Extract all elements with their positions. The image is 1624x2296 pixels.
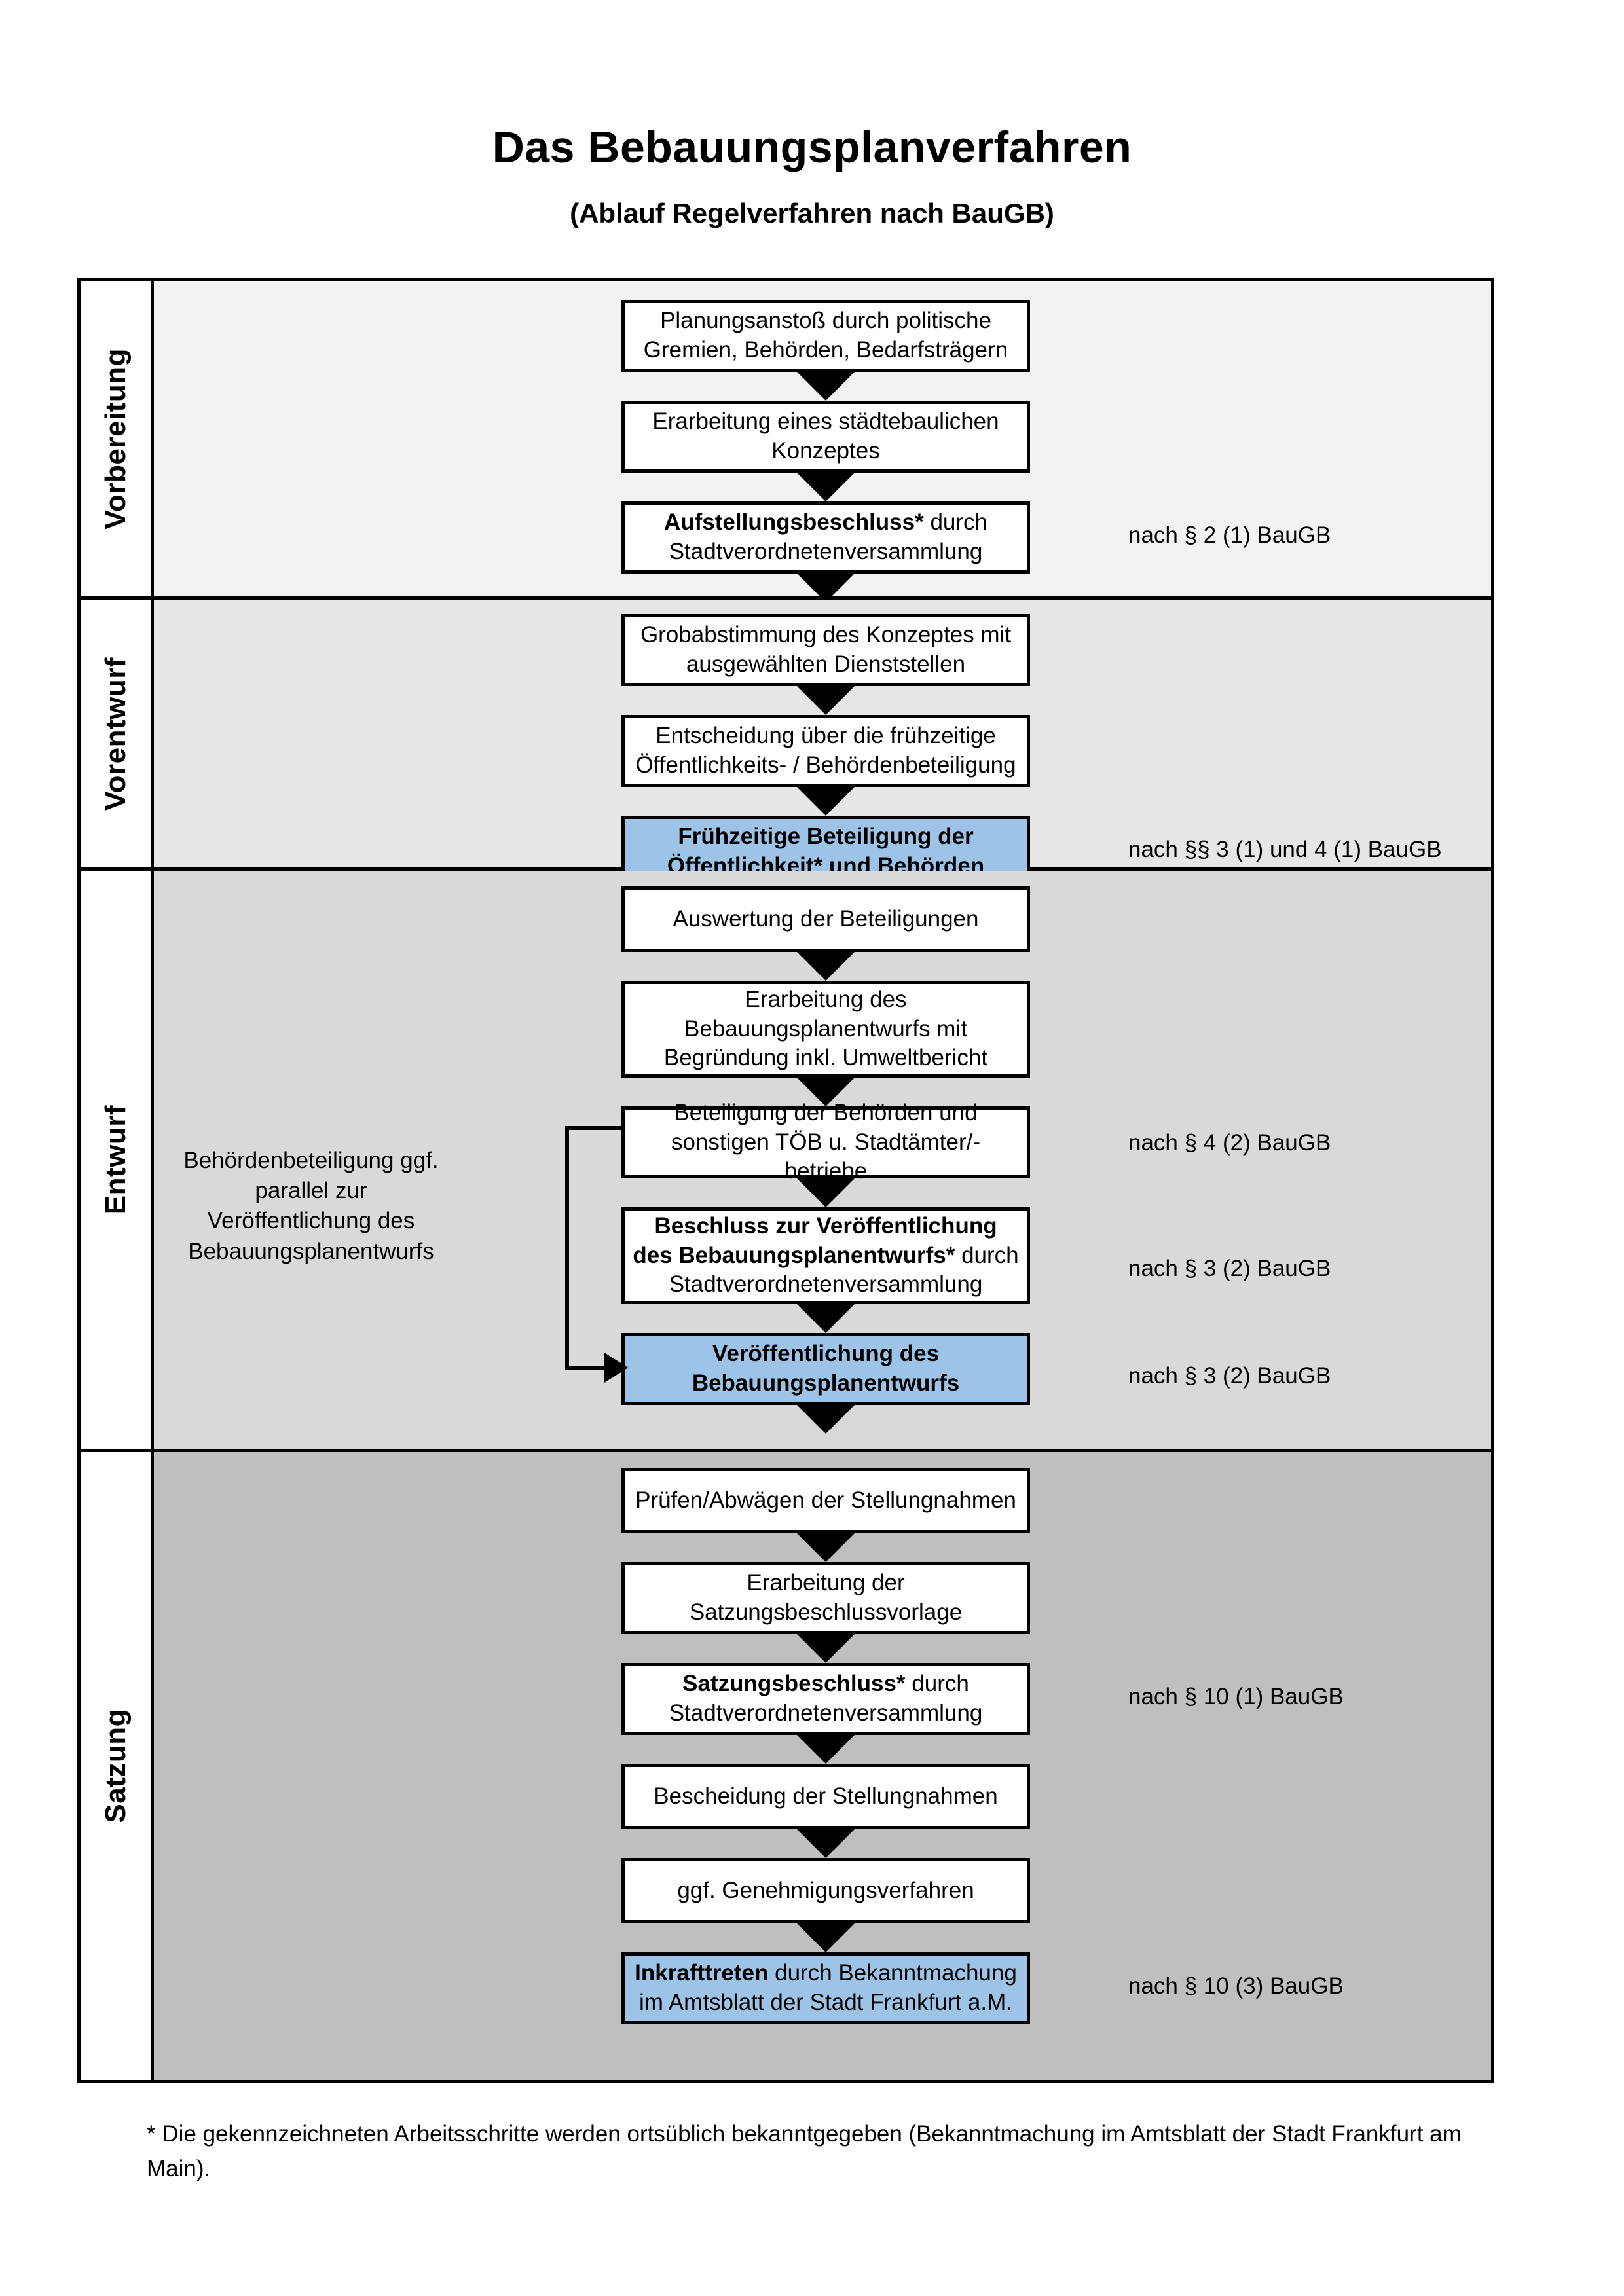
phase-band-satzung: Satzung Prüfen/Abwägen der Stellungnahme… — [81, 1452, 1491, 2080]
process-box[interactable]: Auswertung der Beteiligungen — [621, 886, 1030, 952]
process-box-rest: durch Stadtverordnetenversammlung — [669, 509, 988, 564]
phase-band-vorbereitung: Vorbereitung Planungsanstoß durch politi… — [81, 281, 1491, 602]
legal-reference: nach § 4 (2) BauGB — [1128, 1130, 1331, 1156]
bypass-connector-horizontal-top — [565, 1126, 623, 1130]
legal-reference: nach § 10 (3) BauGB — [1128, 1973, 1344, 1999]
process-box-highlighted[interactable]: Inkrafttreten durch Bekanntmachung im Am… — [621, 1952, 1030, 2024]
process-box-rest: durch Stadtverordnetenversammlung — [669, 1671, 983, 1726]
phase-label-text: Vorbereitung — [99, 348, 132, 530]
phase-label-text: Vorentwurf — [99, 657, 132, 811]
legal-reference: nach § 10 (1) BauGB — [1128, 1684, 1344, 1710]
legal-reference: nach §§ 3 (1) und 4 (1) BauGB — [1128, 837, 1442, 863]
phase-label-text: Entwurf — [99, 1104, 132, 1215]
process-box-label: Beteiligung der Behörden und sonstigen T… — [671, 1099, 981, 1184]
process-box-label: Planungsanstoß durch politische Gremien,… — [643, 308, 1008, 363]
process-box-label: Bescheidung der Stellungnahmen — [654, 1783, 998, 1809]
flow-arrow-down-icon — [797, 1634, 855, 1663]
process-box-label: Beschluss zur Veröffentlichung des Bebau… — [633, 1212, 1019, 1300]
process-box-label: Entscheidung über die frühzeitige Öffent… — [635, 723, 1016, 778]
process-box[interactable]: Beteiligung der Behörden und sonstigen T… — [621, 1100, 1030, 1184]
page-header: Das Bebauungsplanverfahren (Ablauf Regel… — [0, 0, 1624, 229]
flow-arrow-down-icon — [797, 952, 855, 981]
bypass-connector-horizontal-bottom — [565, 1366, 606, 1370]
legal-reference-text: nach § 2 (1) BauGB — [1128, 522, 1331, 548]
footnote-text: * Die gekennzeichneten Arbeitsschritte w… — [147, 2121, 1462, 2181]
legal-reference: nach § 3 (2) BauGB — [1128, 1256, 1331, 1282]
side-note-text: Behördenbeteiligung ggf. parallel zur Ve… — [183, 1148, 439, 1264]
process-flow-diagram: Vorbereitung Planungsanstoß durch politi… — [77, 278, 1494, 2083]
phase-label-vorentwurf: Vorentwurf — [81, 600, 154, 867]
flow-arrow-down-icon — [797, 787, 855, 816]
process-box[interactable]: Erarbeitung des Bebauungsplanentwurfs mi… — [621, 981, 1030, 1078]
process-box-label: Inkrafttreten durch Bekanntmachung im Am… — [633, 1959, 1019, 2018]
flow-arrow-down-icon — [797, 1304, 855, 1333]
process-box-label: Satzungsbeschluss* durch Stadtverordnete… — [633, 1669, 1019, 1728]
flow-arrow-down-icon — [797, 1178, 855, 1207]
process-box[interactable]: Prüfen/Abwägen der Stellungnahmen — [621, 1468, 1030, 1533]
page-title: Das Bebauungsplanverfahren — [492, 122, 1132, 172]
legal-reference: nach § 2 (1) BauGB — [1128, 522, 1331, 549]
legal-reference-text: nach § 4 (2) BauGB — [1128, 1130, 1331, 1156]
process-box[interactable]: Bescheidung der Stellungnahmen — [621, 1764, 1030, 1829]
legal-reference-text: nach § 3 (2) BauGB — [1128, 1256, 1331, 1281]
phase-label-text: Satzung — [99, 1709, 132, 1823]
legal-reference: nach § 3 (2) BauGB — [1128, 1363, 1331, 1389]
flow-arrow-down-icon — [797, 1735, 855, 1764]
flow-arrow-down-icon — [797, 574, 855, 602]
flow-arrow-down-icon — [797, 473, 855, 501]
process-box-bold-term: Satzungsbeschluss* — [682, 1671, 906, 1697]
process-box-label: Aufstellungsbeschluss* durch Stadtverord… — [633, 508, 1019, 567]
process-box-label: Erarbeitung des Bebauungsplanentwurfs mi… — [663, 986, 988, 1071]
phase-label-satzung: Satzung — [81, 1452, 154, 2080]
flow-arrow-down-icon — [797, 1078, 855, 1106]
flow-arrow-down-icon — [797, 1829, 855, 1858]
process-box[interactable]: Beschluss zur Veröffentlichung des Bebau… — [621, 1207, 1030, 1304]
legal-reference-text: nach § 10 (1) BauGB — [1128, 1684, 1344, 1709]
process-box-label: Erarbeitung eines städtebaulichen Konzep… — [652, 409, 999, 464]
side-note-behoerdenbeteiligung: Behördenbeteiligung ggf. parallel zur Ve… — [174, 1146, 449, 1267]
page-subtitle: (Ablauf Regelverfahren nach BauGB) — [570, 198, 1054, 228]
process-box-bold-term: Aufstellungsbeschluss* — [663, 509, 924, 536]
legal-reference-text: nach § 10 (3) BauGB — [1128, 1973, 1344, 1999]
phase-body-satzung: Prüfen/Abwägen der Stellungnahmen Erarbe… — [154, 1452, 1491, 2080]
process-box-label: ggf. Genehmigungsverfahren — [677, 1877, 974, 1903]
process-box-bold-term: Inkrafttreten — [635, 1960, 769, 1986]
process-box-highlighted[interactable]: Veröffentlichung des Bebauungsplanentwur… — [621, 1333, 1030, 1405]
process-box-rest: durch Stadtverordnetenversammlung — [669, 1242, 1019, 1298]
phase-band-vorentwurf: Vorentwurf Grobabstimmung des Konzeptes … — [81, 600, 1491, 917]
process-box-label: Auswertung der Beteiligungen — [673, 905, 979, 932]
process-box-label: Prüfen/Abwägen der Stellungnahmen — [635, 1487, 1016, 1513]
phase-body-entwurf: Auswertung der Beteiligungen Erarbeitung… — [154, 871, 1491, 1449]
bypass-connector-arrowhead-icon — [604, 1353, 628, 1383]
process-box[interactable]: Erarbeitung eines städtebaulichen Konzep… — [621, 401, 1030, 473]
flow-arrow-down-icon — [797, 1405, 855, 1434]
flow-arrow-down-icon — [797, 372, 855, 401]
flow-arrow-down-icon — [797, 1533, 855, 1562]
process-box[interactable]: Satzungsbeschluss* durch Stadtverordnete… — [621, 1663, 1030, 1735]
process-box-label: Erarbeitung der Satzungsbeschlussvorlage — [689, 1570, 963, 1625]
process-box[interactable]: Planungsanstoß durch politische Gremien,… — [621, 300, 1030, 372]
flow-arrow-down-icon — [797, 686, 855, 715]
process-box-bold-term: Beschluss zur Veröffentlichung des Bebau… — [633, 1212, 997, 1268]
phase-body-vorbereitung: Planungsanstoß durch politische Gremien,… — [154, 281, 1491, 602]
legal-reference-text: nach § 3 (2) BauGB — [1128, 1363, 1331, 1389]
process-box-label: Grobabstimmung des Konzeptes mit ausgewä… — [640, 622, 1012, 677]
flow-arrow-down-icon — [797, 1923, 855, 1952]
bypass-connector-vertical — [565, 1126, 569, 1370]
phase-body-vorentwurf: Grobabstimmung des Konzeptes mit ausgewä… — [154, 600, 1491, 917]
process-box-label: Veröffentlichung des Bebauungsplanentwur… — [692, 1341, 960, 1396]
process-box[interactable]: Aufstellungsbeschluss* durch Stadtverord… — [621, 501, 1030, 574]
process-box[interactable]: Entscheidung über die frühzeitige Öffent… — [621, 715, 1030, 787]
process-box[interactable]: Grobabstimmung des Konzeptes mit ausgewä… — [621, 614, 1030, 686]
process-box[interactable]: Erarbeitung der Satzungsbeschlussvorlage — [621, 1562, 1030, 1634]
process-box-rest: durch Bekanntmachung im Amtsblatt der St… — [639, 1960, 1017, 2015]
process-box[interactable]: ggf. Genehmigungsverfahren — [621, 1858, 1030, 1923]
legal-reference-text: nach §§ 3 (1) und 4 (1) BauGB — [1128, 837, 1442, 862]
phase-label-entwurf: Entwurf — [81, 871, 154, 1449]
footnote: * Die gekennzeichneten Arbeitsschritte w… — [147, 2117, 1496, 2186]
phase-band-entwurf: Entwurf Auswertung der Beteiligungen Era… — [81, 871, 1491, 1452]
phase-label-vorbereitung: Vorbereitung — [81, 281, 154, 596]
